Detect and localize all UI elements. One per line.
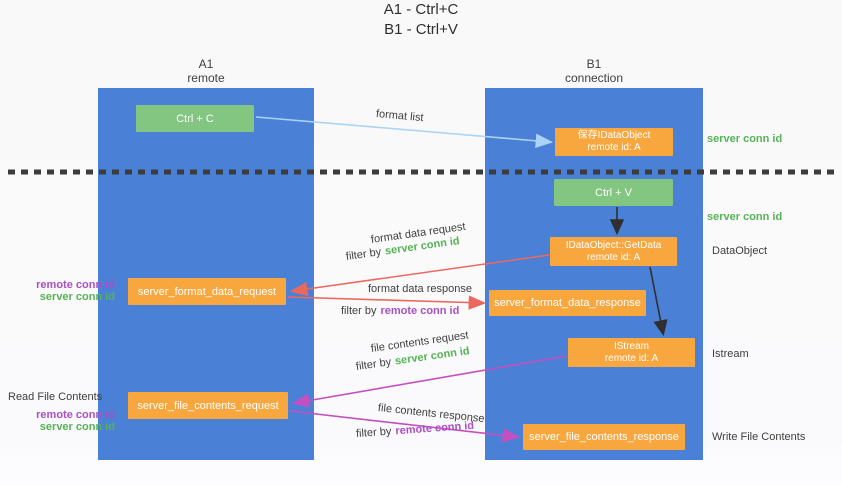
arrow-format-data-response: [287, 295, 487, 310]
label-format-list: format list: [375, 108, 425, 125]
annotation-istream: Istream: [712, 348, 749, 360]
label-remote-conn-id-1: remote conn id: [380, 305, 460, 317]
column-b1-role: connection: [564, 71, 624, 85]
node-ctrl-v-label: Ctrl + V: [595, 186, 632, 199]
node-ctrl-v: Ctrl + V: [554, 179, 673, 206]
node-save-idataobject: 保存IDataObject remote id: A: [555, 128, 673, 156]
node-istream-line1: IStream: [613, 340, 649, 352]
column-b1-name: B1: [586, 57, 602, 71]
label-filter-by-2: filter by: [341, 305, 377, 317]
annotation-server-conn-id-1: server conn id: [707, 133, 783, 145]
node-ctrl-c: Ctrl + C: [136, 105, 254, 132]
node-istream: IStream remote id: A: [568, 338, 695, 367]
node-server-format-data-response-label: server_format_data_response: [494, 297, 641, 309]
node-idataobject-getdata-line1: IDataObject::GetData: [565, 239, 662, 251]
node-idataobject-getdata: IDataObject::GetData remote id: A: [550, 237, 677, 266]
label-filter-by-4: filter by: [355, 425, 392, 440]
node-idataobject-getdata-line2: remote id: A: [586, 251, 641, 263]
label-remote-conn-id-2: remote conn id: [394, 419, 475, 438]
annotation-server-conn-id-4: server conn id: [39, 421, 115, 433]
node-save-idataobject-line1: 保存IDataObject: [577, 130, 651, 141]
annotation-write-file-contents: Write File Contents: [712, 431, 806, 443]
node-server-file-contents-response: server_file_contents_response: [523, 424, 685, 450]
annotation-dataobject: DataObject: [712, 245, 768, 257]
label-filter-by-3: filter by: [355, 356, 392, 373]
label-filter-by-1: filter by: [345, 246, 382, 263]
annotation-conn-ids-2: remote conn id server conn id: [20, 409, 115, 433]
node-istream-line2: remote id: A: [604, 352, 659, 364]
annotation-remote-conn-id-2: remote conn id: [36, 409, 115, 421]
column-a1-role: remote: [187, 71, 225, 85]
annotation-server-conn-id-2: server conn id: [707, 211, 783, 223]
node-server-format-data-request: server_format_data_request: [128, 278, 286, 305]
node-server-file-contents-request-label: server_file_contents_request: [137, 399, 279, 412]
label-format-data-response: format data response: [368, 283, 472, 295]
column-header-b1: B1 connection: [544, 57, 644, 85]
annotation-server-conn-id-3: server conn id: [39, 291, 115, 303]
annotation-conn-ids-1: remote conn id server conn id: [18, 279, 115, 303]
node-save-idataobject-line2: remote id: A: [587, 142, 641, 153]
title-line-2: B1 - Ctrl+V: [384, 21, 458, 38]
column-a1-name: A1: [198, 57, 214, 71]
node-server-file-contents-request: server_file_contents_request: [128, 392, 288, 419]
title-line-1: A1 - Ctrl+C: [383, 1, 459, 18]
node-ctrl-c-label: Ctrl + C: [176, 112, 214, 125]
column-header-a1: A1 remote: [156, 57, 256, 85]
diagram-title: A1 - Ctrl+C B1 - Ctrl+V: [0, 0, 842, 40]
node-server-file-contents-response-label: server_file_contents_response: [529, 431, 679, 443]
node-server-format-data-request-label: server_format_data_request: [137, 285, 277, 298]
node-server-format-data-response: server_format_data_response: [489, 290, 646, 316]
annotation-remote-conn-id-1: remote conn id: [36, 279, 115, 291]
annotation-read-file-contents: Read File Contents: [8, 391, 103, 403]
